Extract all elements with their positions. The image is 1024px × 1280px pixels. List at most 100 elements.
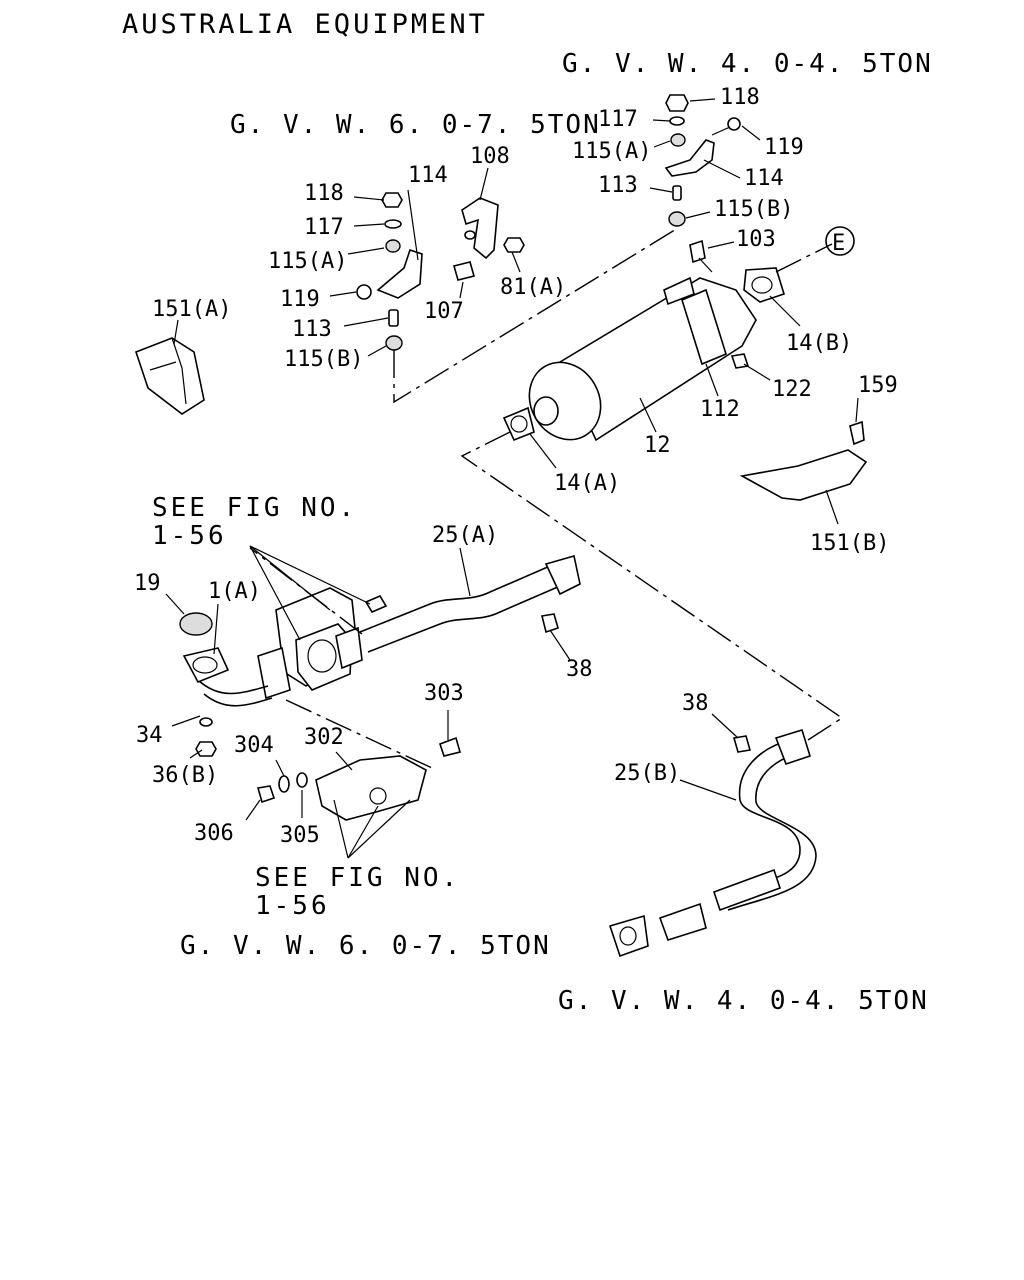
nut-118-right [665, 94, 689, 112]
front-pipe-flange [544, 554, 581, 596]
washer-305 [296, 772, 308, 788]
label-25a: 25(A) [432, 523, 498, 548]
label-113-right: 113 [598, 173, 638, 198]
muffler-inlet [533, 396, 559, 426]
label-108: 108 [470, 144, 510, 169]
label-304: 304 [234, 733, 274, 758]
label-119-right: 119 [764, 135, 804, 160]
part-labels: 118 117 115(A) 119 113 114 115(B) 103 10… [134, 85, 898, 848]
label-305: 305 [280, 823, 320, 848]
label-115a-left: 115(A) [268, 249, 347, 274]
washer-304 [278, 775, 290, 793]
label-114-left: 114 [408, 163, 448, 188]
bolt-107 [453, 261, 475, 281]
label-306: 306 [194, 821, 234, 846]
rubber-115a-right [670, 133, 686, 147]
leader-lines [165, 98, 859, 859]
label-1a: 1(A) [208, 579, 261, 604]
label-14b: 14(B) [786, 331, 852, 356]
label-159: 159 [858, 373, 898, 398]
nut-38-upper [541, 613, 559, 634]
label-114-right: 114 [744, 166, 784, 191]
see-fig-note-2-line2: 1-56 [255, 891, 330, 921]
washer-117-left [384, 219, 402, 229]
nut-118-left [381, 192, 403, 208]
label-115a-right: 115(A) [572, 139, 651, 164]
label-115b-right: 115(B) [714, 197, 793, 222]
ref-circle-e [825, 226, 855, 256]
gasket-14a [502, 406, 535, 442]
rubber-115a-left [385, 239, 401, 253]
gvw-light-top-label: G. V. W. 4. 0-4. 5TON [562, 49, 933, 79]
label-38-upper: 38 [566, 657, 593, 682]
bolt-119-right [727, 117, 741, 131]
label-36b: 36(B) [152, 763, 218, 788]
nut-36b [195, 741, 217, 757]
bolt-exhaust-brake [364, 594, 388, 614]
label-112: 112 [700, 397, 740, 422]
gasket-19 [179, 612, 213, 636]
hanger-group-heavy [356, 192, 525, 351]
gasket-14b [743, 267, 785, 303]
bracket-302 [315, 755, 427, 821]
see-fig-note-1-line1: SEE FIG NO. [152, 493, 357, 523]
label-38-lower: 38 [682, 691, 709, 716]
ref-circle-e-label: E [832, 231, 845, 256]
nut-81a [503, 237, 525, 253]
nut-122 [730, 353, 750, 369]
heat-protector-151b [739, 449, 868, 501]
rear-pipe-flange-lower [608, 914, 649, 958]
collar-113-left [388, 309, 399, 327]
muffler-assembly [502, 267, 785, 442]
washer-34 [199, 717, 213, 727]
bolt-103 [689, 239, 706, 264]
bracket-302-group [256, 736, 461, 821]
label-34: 34 [136, 723, 163, 748]
label-302: 302 [304, 725, 344, 750]
flange-plate [257, 646, 291, 700]
bolt-303 [438, 736, 461, 757]
label-107: 107 [424, 299, 464, 324]
rubber-115b-left [385, 335, 403, 351]
label-14a: 14(A) [554, 471, 620, 496]
nut-306 [256, 785, 276, 804]
gvw-heavy-bottom-label: G. V. W. 6. 0-7. 5TON [180, 931, 551, 961]
bolt-159 [849, 420, 865, 446]
bolt-119-left [356, 284, 372, 300]
label-103: 103 [736, 227, 776, 252]
label-12: 12 [644, 433, 671, 458]
label-151b: 151(B) [810, 531, 889, 556]
label-115b-left: 115(B) [284, 347, 363, 372]
rear-pipe-flange-upper [774, 729, 811, 766]
exhaust-brake-assembly [179, 587, 388, 757]
label-117-left: 117 [304, 215, 344, 240]
hanger-group-light [664, 94, 741, 273]
bracket-114-left [376, 248, 423, 299]
label-25b: 25(B) [614, 761, 680, 786]
see-fig-note-2-line1: SEE FIG NO. [255, 863, 460, 893]
label-118-right: 118 [720, 85, 760, 110]
rubber-115b-right [668, 211, 686, 227]
bracket-114-right [664, 139, 715, 177]
gvw-heavy-top-label: G. V. W. 6. 0-7. 5TON [230, 110, 601, 140]
front-pipe-25a [359, 554, 581, 653]
bracket-108 [461, 197, 499, 260]
rear-pipe-25b [608, 729, 817, 958]
washer-117-right [669, 116, 685, 126]
rear-pipe-heat-shield [712, 868, 782, 912]
label-151a: 151(A) [152, 297, 231, 322]
rear-pipe-clamp [658, 902, 707, 941]
flange-1a [182, 647, 230, 684]
nut-38-lower [732, 735, 752, 753]
label-118-left: 118 [304, 181, 344, 206]
see-fig-note-1-line2: 1-56 [152, 521, 227, 551]
label-113-left: 113 [292, 317, 332, 342]
label-122: 122 [772, 377, 812, 402]
muffler-band-112 [681, 288, 727, 366]
label-117-right: 117 [598, 107, 638, 132]
label-303: 303 [424, 681, 464, 706]
heat-protector-151a [135, 337, 205, 415]
gvw-light-bottom-label: G. V. W. 4. 0-4. 5TON [558, 986, 929, 1016]
collar-113-right [672, 185, 682, 201]
